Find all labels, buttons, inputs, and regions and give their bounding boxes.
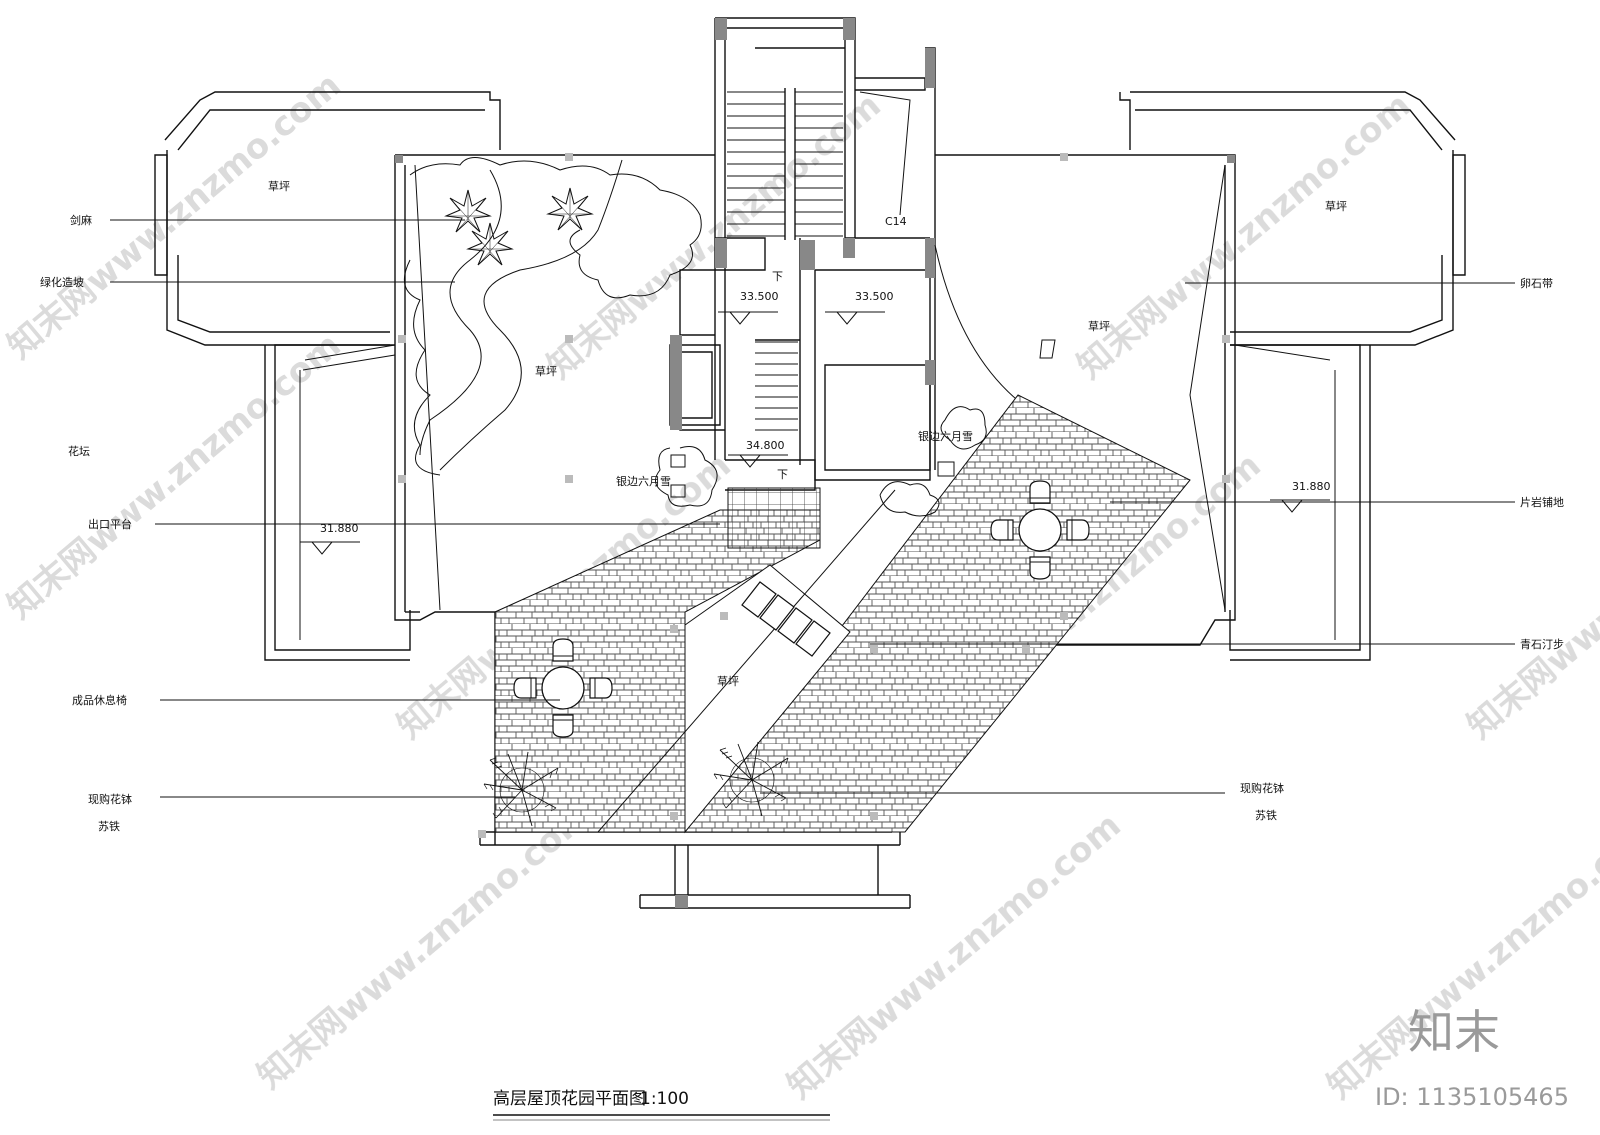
slope-lines [299, 91, 1336, 640]
stair-flight-upper [727, 91, 843, 237]
svg-text:31.880: 31.880 [320, 522, 359, 535]
svg-text:33.500: 33.500 [855, 290, 894, 303]
svg-text:银边六月雪: 银边六月雪 [616, 474, 671, 488]
callout-slate-paving: 片岩铺地 [1520, 495, 1564, 509]
stair-flight-lower [755, 341, 798, 431]
callout-exit-platform: 出口平台 [88, 517, 132, 531]
svg-text:草坪: 草坪 [535, 365, 557, 378]
svg-text:高层屋顶花园平面图: 高层屋顶花园平面图 [493, 1089, 646, 1109]
sisal-plant [445, 189, 491, 233]
svg-text:1:100: 1:100 [640, 1089, 689, 1109]
svg-text:花坛: 花坛 [68, 445, 90, 458]
svg-text:下: 下 [777, 468, 788, 481]
svg-text:知末网www.znzmo.com: 知末网www.znzmo.com [1320, 805, 1600, 1107]
svg-text:知末网www.znzmo.com: 知末网www.znzmo.com [780, 805, 1129, 1107]
wall-poche [395, 18, 1235, 908]
left-callouts: 剑麻 绿化造坡 出口平台 成品休息椅 现购花钵 苏铁 [40, 213, 132, 833]
drawing-title: 高层屋顶花园平面图 1:100 [493, 1089, 830, 1121]
exit-platform-grid [727, 487, 821, 549]
zone-labels: 草坪 草坪 草坪 草坪 草坪 花坛 银边六月雪 银边六月雪 C14 下 下 [68, 180, 1347, 688]
asset-id: ID: 1135105465 [1375, 1083, 1569, 1111]
stepping-stones [741, 581, 831, 657]
svg-text:下: 下 [772, 270, 783, 283]
left-bay-window [154, 91, 501, 346]
left-callout-lines [110, 219, 720, 798]
callout-flower-pot: 现购花钵 [88, 792, 132, 806]
callout-bench: 成品休息椅 [72, 693, 127, 707]
callout-cycas: 苏铁 [98, 820, 120, 833]
svg-text:C14: C14 [885, 215, 907, 228]
sisal-plant [547, 187, 593, 231]
right-callout-lines [760, 282, 1515, 794]
right-lower-bay [1229, 344, 1371, 661]
svg-text:知末网www.znzmo.com: 知末网www.znzmo.com [1070, 85, 1419, 387]
svg-text:33.500: 33.500 [740, 290, 779, 303]
svg-text:34.800: 34.800 [746, 439, 785, 452]
svg-text:知末网www.znzmo.com: 知末网www.znzmo.com [250, 795, 599, 1097]
sisal-plant [467, 222, 513, 266]
svg-text:草坪: 草坪 [1325, 200, 1347, 213]
shrub-cluster [655, 339, 1056, 517]
svg-text:草坪: 草坪 [1088, 320, 1110, 333]
callout-green-slope: 绿化造坡 [40, 275, 84, 289]
svg-text:草坪: 草坪 [717, 675, 739, 688]
callout-pebble-band: 卵石带 [1520, 277, 1553, 290]
elevation-marks: 33.500 33.500 34.800 31.880 31.880 [299, 290, 1331, 555]
brand-watermark: 知末 ID: 1135105465 [1375, 1005, 1569, 1111]
callout-stepping-stones: 青石汀步 [1520, 638, 1564, 651]
callout-cycas: 苏铁 [1255, 809, 1277, 822]
svg-text:草坪: 草坪 [268, 180, 290, 193]
right-bay-window [1119, 91, 1466, 346]
svg-text:知末网www.znzmo.com: 知末网www.znzmo.com [0, 325, 349, 627]
callout-sisal: 剑麻 [70, 213, 92, 227]
left-lower-bay [264, 344, 411, 661]
green-slope [403, 157, 702, 476]
svg-text:31.880: 31.880 [1292, 480, 1331, 493]
grid-nodes [398, 153, 1230, 838]
svg-text:知末网www.znzmo.com: 知末网www.znzmo.com [1460, 445, 1600, 747]
svg-text:银边六月雪: 银边六月雪 [918, 429, 973, 443]
callout-flower-pot: 现购花钵 [1240, 781, 1284, 795]
right-callouts: 卵石带 片岩铺地 青石汀步 现购花钵 苏铁 [1240, 277, 1564, 822]
brand-logo: 知末 [1408, 1005, 1500, 1059]
core-detail [669, 47, 931, 491]
